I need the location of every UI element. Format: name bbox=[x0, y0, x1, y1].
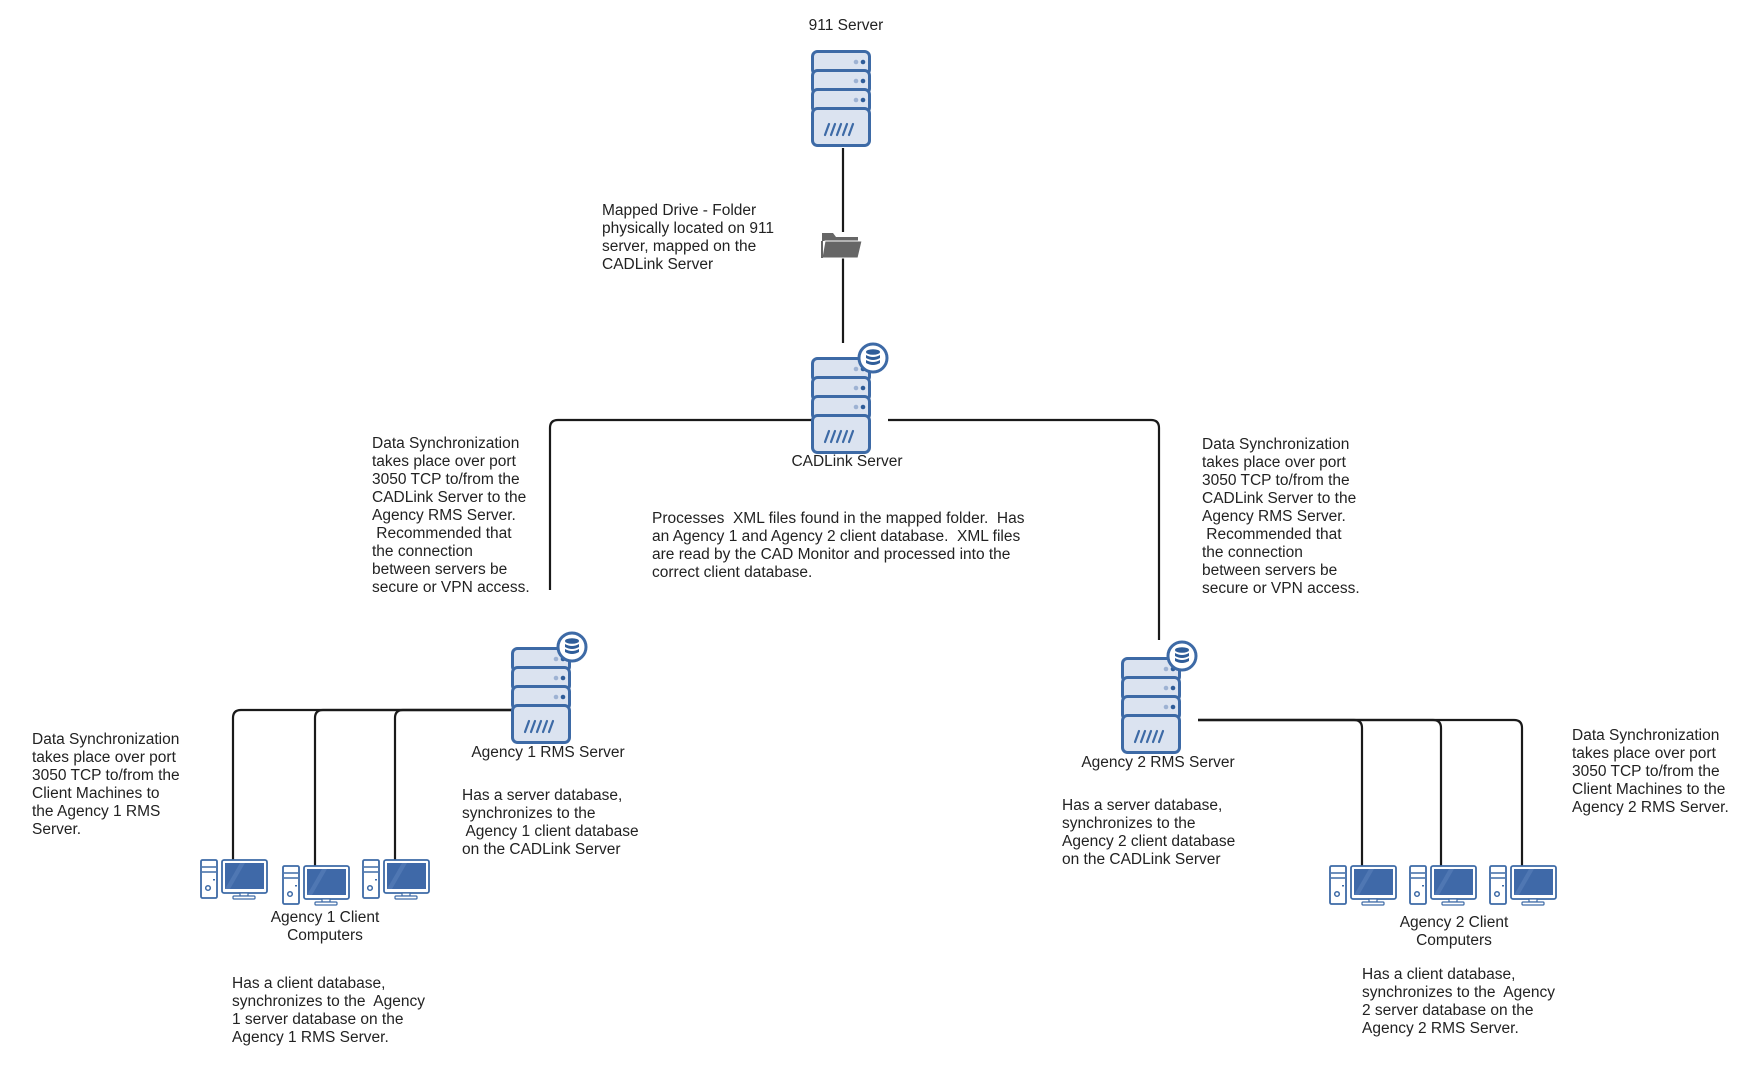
agency2-client-db-note: Has a client database, synchronizes to t… bbox=[1362, 966, 1556, 1037]
wire-agency1-to-client-3 bbox=[393, 708, 512, 860]
sync-note-left: Data Synchronization takes place over po… bbox=[372, 435, 530, 596]
sync-note-right: Data Synchronization takes place over po… bbox=[1202, 436, 1360, 597]
server-icon[interactable] bbox=[811, 50, 873, 148]
workstation-icon[interactable] bbox=[200, 859, 268, 901]
workstation-icon[interactable] bbox=[1329, 865, 1397, 907]
wire-cadlink-to-agency1 bbox=[548, 418, 812, 590]
workstation-icon[interactable] bbox=[362, 859, 430, 901]
agency1-server-db-note: Has a server database, synchronizes to t… bbox=[462, 787, 639, 858]
agency2-client-sync-note: Data Synchronization takes place over po… bbox=[1572, 727, 1729, 816]
wire-agency1-to-client-1 bbox=[231, 708, 512, 860]
mapped-drive-note: Mapped Drive - Folder physically located… bbox=[602, 202, 775, 273]
agency1-rms-server-label: Agency 1 RMS Server bbox=[471, 744, 625, 761]
agency2-server-db-note: Has a server database, synchronizes to t… bbox=[1062, 797, 1236, 868]
cadlink-description-note: Processes XML files found in the mapped … bbox=[652, 510, 1025, 581]
agency2-rms-server-label: Agency 2 RMS Server bbox=[1081, 754, 1235, 771]
wire-agency1-to-client-2 bbox=[313, 708, 512, 866]
agency1-clients-label: Agency 1 Client Computers bbox=[270, 909, 380, 944]
agency1-client-db-note: Has a client database, synchronizes to t… bbox=[232, 975, 426, 1046]
database-icon bbox=[556, 631, 588, 663]
agency2-clients-label: Agency 2 Client Computers bbox=[1399, 914, 1509, 949]
workstation-icon[interactable] bbox=[1409, 865, 1477, 907]
database-icon bbox=[857, 342, 889, 374]
server-911-label: 911 Server bbox=[808, 17, 884, 34]
folder-icon[interactable] bbox=[821, 230, 863, 260]
wire-agency2-to-client-3 bbox=[1198, 718, 1524, 866]
workstation-icon[interactable] bbox=[282, 865, 350, 907]
workstation-icon[interactable] bbox=[1489, 865, 1557, 907]
cadlink-server-label: CADLink Server bbox=[791, 453, 903, 470]
wire-cadlink-to-agency2 bbox=[888, 418, 1161, 640]
agency1-client-sync-note: Data Synchronization takes place over po… bbox=[32, 731, 180, 838]
database-icon bbox=[1166, 640, 1198, 672]
